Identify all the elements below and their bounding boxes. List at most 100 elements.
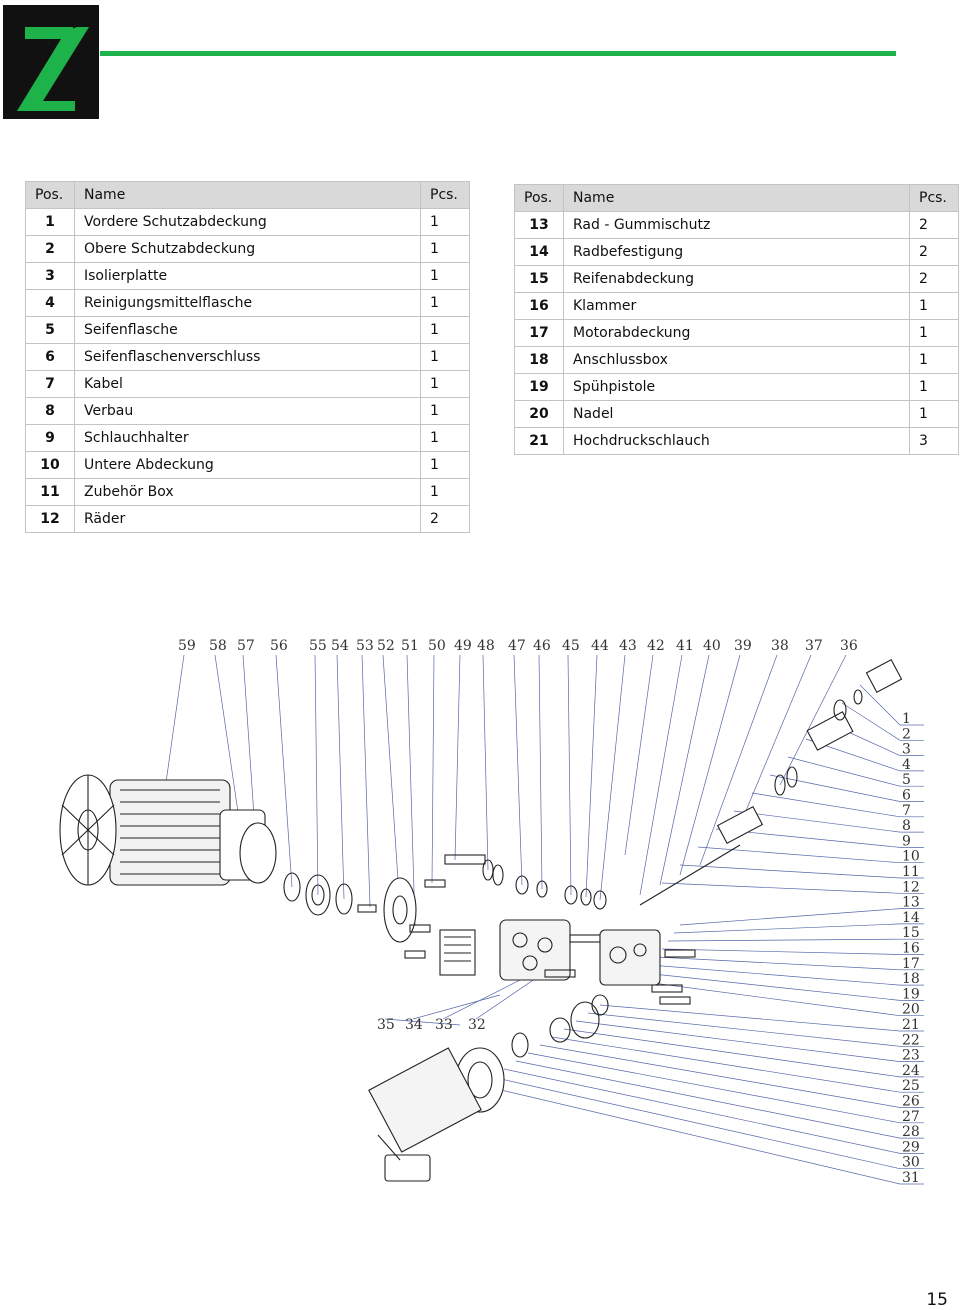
part-pos: 16 bbox=[514, 292, 564, 320]
callout-leader bbox=[538, 654, 543, 890]
callout-leader bbox=[527, 1052, 901, 1124]
callout-leader bbox=[679, 908, 901, 926]
part-pos: 8 bbox=[25, 397, 75, 425]
callout-label: 48 bbox=[477, 638, 495, 654]
callout-leader bbox=[563, 1028, 901, 1078]
part-pcs: 1 bbox=[420, 424, 470, 452]
callout-label: 55 bbox=[309, 638, 327, 654]
callout-leader bbox=[336, 654, 345, 900]
part-name: Motorabdeckung bbox=[563, 319, 910, 347]
callout-leader bbox=[667, 938, 901, 942]
callout-label: 9 bbox=[902, 833, 911, 849]
part-pcs: 2 bbox=[909, 238, 959, 266]
callout-leader bbox=[639, 654, 683, 896]
callout-leader bbox=[624, 654, 654, 856]
callout-label: 50 bbox=[428, 638, 446, 654]
part-pcs: 1 bbox=[909, 319, 959, 347]
part-pos: 12 bbox=[25, 505, 75, 533]
part-pcs: 3 bbox=[909, 427, 959, 455]
header-pcs: Pcs. bbox=[420, 181, 470, 209]
callout-label: 47 bbox=[508, 638, 526, 654]
part-name: Schlauchhalter bbox=[74, 424, 421, 452]
callout-label: 36 bbox=[840, 638, 858, 654]
part-name: Untere Abdeckung bbox=[74, 451, 421, 479]
callout-leader bbox=[859, 684, 901, 726]
part-pcs: 2 bbox=[420, 505, 470, 533]
callout-label: 54 bbox=[331, 638, 349, 654]
callout-label: 23 bbox=[902, 1048, 920, 1064]
callout-leader bbox=[539, 1044, 901, 1108]
table-header-row: Pos. Name Pcs. bbox=[25, 181, 470, 209]
callout-leader bbox=[779, 654, 847, 786]
part-pcs: 2 bbox=[909, 211, 959, 239]
callout-label: 26 bbox=[902, 1094, 920, 1110]
callout-label: 5 bbox=[902, 772, 911, 788]
callout-leader bbox=[587, 1012, 901, 1047]
callout-label: 39 bbox=[734, 638, 752, 654]
callout-label: 19 bbox=[902, 986, 920, 1002]
callout-label: 28 bbox=[902, 1124, 920, 1140]
callout-label: 40 bbox=[703, 638, 721, 654]
part-name: Zubehör Box bbox=[74, 478, 421, 506]
part-pcs: 2 bbox=[909, 265, 959, 293]
page-number: 15 bbox=[926, 1290, 948, 1310]
callout-label: 37 bbox=[805, 638, 823, 654]
callout-leader bbox=[659, 654, 710, 886]
callout-leader bbox=[454, 654, 461, 861]
callout-leader bbox=[841, 702, 901, 741]
part-pcs: 1 bbox=[909, 346, 959, 374]
part-name: Räder bbox=[74, 505, 421, 533]
callout-label: 27 bbox=[902, 1109, 920, 1125]
part-name: Reifenabdeckung bbox=[563, 265, 910, 293]
callout-leader bbox=[406, 654, 416, 926]
callout-leader bbox=[733, 810, 901, 833]
callout-label: 58 bbox=[209, 638, 227, 654]
part-pos: 19 bbox=[514, 373, 564, 401]
callout-label: 38 bbox=[771, 638, 789, 654]
callout-leader bbox=[643, 972, 901, 1001]
part-name: Reinigungsmittelflasche bbox=[74, 289, 421, 317]
callout-label: 57 bbox=[237, 638, 255, 654]
callout-label: 11 bbox=[902, 864, 920, 880]
callout-label: 7 bbox=[902, 803, 911, 819]
callout-leader bbox=[739, 654, 812, 826]
part-pos: 10 bbox=[25, 451, 75, 479]
part-pos: 17 bbox=[514, 319, 564, 347]
part-pos: 7 bbox=[25, 370, 75, 398]
callout-leader bbox=[679, 864, 901, 879]
part-pos: 6 bbox=[25, 343, 75, 371]
callout-label: 14 bbox=[902, 910, 920, 926]
callout-label: 21 bbox=[902, 1017, 920, 1033]
callout-leader bbox=[513, 654, 523, 886]
callout-leader bbox=[585, 654, 598, 898]
part-pos: 21 bbox=[514, 427, 564, 455]
callout-leader bbox=[431, 654, 435, 884]
part-pos: 3 bbox=[25, 262, 75, 290]
callout-label: 10 bbox=[902, 849, 920, 865]
callout-leader bbox=[491, 1076, 901, 1170]
callout-leader bbox=[697, 846, 901, 864]
callout-leader bbox=[314, 654, 319, 896]
callout-label: 46 bbox=[533, 638, 551, 654]
callout-label: 45 bbox=[562, 638, 580, 654]
part-pos: 15 bbox=[514, 265, 564, 293]
callout-leader bbox=[503, 1068, 901, 1154]
header-pos: Pos. bbox=[514, 184, 564, 212]
callout-leader bbox=[787, 756, 901, 787]
callout-leader bbox=[382, 654, 401, 911]
callout-leader bbox=[599, 654, 626, 901]
part-name: Obere Schutzabdeckung bbox=[74, 235, 421, 263]
part-pos: 1 bbox=[25, 208, 75, 236]
part-name: Verbau bbox=[74, 397, 421, 425]
callout-label: 22 bbox=[902, 1032, 920, 1048]
